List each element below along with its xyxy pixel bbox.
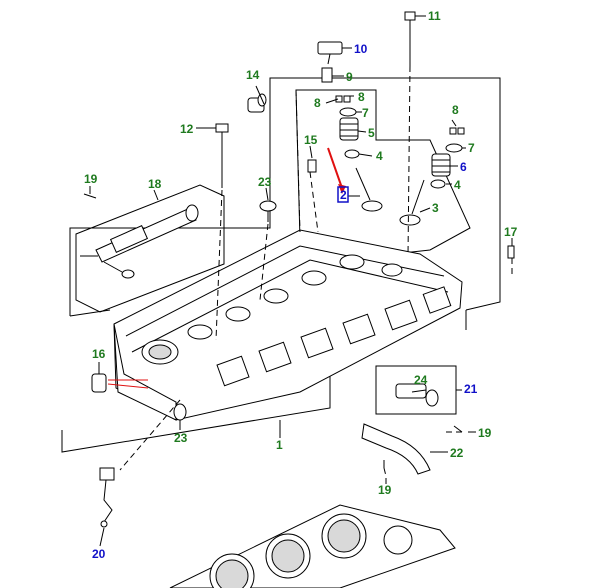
callout-2: 2 bbox=[340, 188, 347, 202]
callout-10: 10 bbox=[354, 42, 368, 56]
callout-21: 21 bbox=[464, 382, 478, 396]
callout-19-right: 19 bbox=[478, 426, 492, 440]
coolant-pipe-22 bbox=[361, 423, 431, 475]
callout-23-top: 23 bbox=[258, 175, 272, 189]
callout-3: 3 bbox=[432, 201, 439, 215]
spring-seat-4a bbox=[344, 149, 360, 159]
callout-14: 14 bbox=[246, 68, 260, 82]
callout-2-highlight bbox=[337, 186, 349, 203]
cylinder-head-gasket bbox=[169, 504, 456, 588]
sleeve-15 bbox=[307, 159, 317, 173]
callout-22: 22 bbox=[450, 446, 464, 460]
callout-18: 18 bbox=[148, 177, 162, 191]
callout-12: 12 bbox=[180, 122, 194, 136]
callout-8-far-right: 8 bbox=[452, 103, 459, 117]
callout-15: 15 bbox=[304, 133, 318, 147]
callout-labels: 11 10 9 14 12 8 8 7 5 4 15 2 3 8 7 6 4 2… bbox=[84, 9, 518, 561]
sensor-20 bbox=[99, 467, 115, 528]
spring-seat-4b bbox=[430, 179, 446, 189]
callout-19-left: 19 bbox=[84, 172, 98, 186]
callout-1: 1 bbox=[276, 438, 283, 452]
bolt-19-left bbox=[83, 193, 97, 199]
callout-17: 17 bbox=[504, 225, 518, 239]
spring-retainer-7 bbox=[339, 107, 463, 153]
dashed-location-lines bbox=[119, 65, 513, 477]
fuel-rail bbox=[80, 204, 199, 279]
valve-spring-6 bbox=[431, 153, 451, 177]
callout-5: 5 bbox=[368, 126, 375, 140]
bolt-11 bbox=[404, 11, 416, 66]
red-plug-leaders bbox=[107, 379, 149, 389]
seal-9 bbox=[321, 67, 333, 83]
callout-9: 9 bbox=[346, 70, 353, 84]
callout-leaders bbox=[89, 15, 513, 547]
cap-23-top bbox=[259, 200, 277, 222]
inlet-valve bbox=[355, 167, 383, 212]
callout-11: 11 bbox=[428, 9, 441, 23]
callout-24: 24 bbox=[414, 373, 428, 387]
callout-4-left: 4 bbox=[376, 149, 383, 163]
bolt-12 bbox=[215, 123, 229, 188]
callout-4-right: 4 bbox=[454, 178, 461, 192]
callout-6: 6 bbox=[460, 160, 467, 174]
callout-16: 16 bbox=[92, 347, 106, 361]
callout-8-left: 8 bbox=[314, 96, 321, 110]
valve-spring-5 bbox=[339, 117, 359, 141]
callout-23-lower: 23 bbox=[174, 431, 188, 445]
dowel-17 bbox=[507, 245, 515, 259]
callout-7-left: 7 bbox=[362, 106, 369, 120]
sensor-10 bbox=[317, 41, 343, 65]
exhaust-valve bbox=[399, 179, 425, 226]
callout-19-bottom: 19 bbox=[378, 483, 392, 497]
outlet-housing-24 bbox=[395, 383, 439, 407]
cylinder-head-body bbox=[113, 229, 463, 421]
bolt-19-right bbox=[453, 425, 463, 433]
plug-16 bbox=[91, 373, 107, 393]
fuel-rail-subframe bbox=[75, 184, 225, 313]
callout-20: 20 bbox=[92, 547, 106, 561]
callout-8-right: 8 bbox=[358, 90, 365, 104]
seal-23-lower bbox=[173, 403, 187, 421]
callout-7-right: 7 bbox=[468, 141, 475, 155]
